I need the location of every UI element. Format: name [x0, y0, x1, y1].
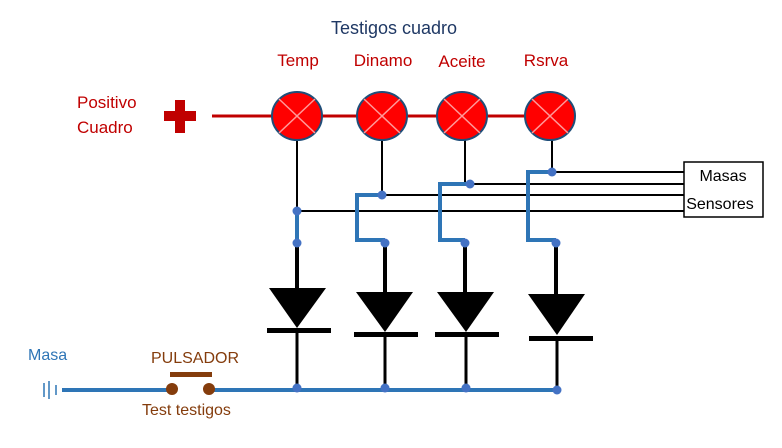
- pushbutton-label: PULSADOR: [151, 350, 239, 367]
- sensors-box: [683, 161, 764, 218]
- connection-nodes: [292, 167, 562, 395]
- lamp-label-aceite: Aceite: [438, 52, 485, 71]
- node: [292, 206, 302, 216]
- node: [551, 238, 561, 248]
- diode-top-wires: [295, 243, 558, 296]
- ground-icon: [43, 381, 57, 399]
- lamp-label-temp: Temp: [277, 51, 319, 70]
- node: [465, 179, 475, 189]
- node: [460, 238, 470, 248]
- lamp-label-rsrva: Rsrva: [524, 51, 569, 70]
- positive-label-line2: Cuadro: [77, 118, 133, 137]
- diode-feed-wires: [295, 170, 556, 243]
- node: [547, 167, 557, 177]
- lamp-aceite: [436, 91, 488, 141]
- sensors-box-line1: Masas: [699, 168, 746, 185]
- lamp-wires: [296, 136, 684, 212]
- diode-temp: [267, 288, 331, 388]
- node: [292, 238, 302, 248]
- diode-dinamo: [354, 292, 418, 388]
- pushbutton: [166, 372, 215, 395]
- diagram-title: Testigos cuadro: [331, 18, 457, 38]
- lamp-temp: [271, 91, 323, 141]
- sensors-box-line2: Sensores: [686, 196, 754, 213]
- lamp-rsrva: [524, 91, 576, 141]
- diode-aceite: [435, 292, 499, 388]
- node: [377, 190, 387, 200]
- node: [292, 383, 302, 393]
- node: [380, 238, 390, 248]
- pushbutton-caption: Test testigos: [142, 402, 231, 419]
- positive-label-line1: Positivo: [77, 93, 137, 112]
- diode-rsrva: [528, 294, 593, 390]
- ground-label: Masa: [28, 347, 67, 364]
- node: [552, 385, 562, 395]
- lamp-dinamo: [356, 91, 408, 141]
- plus-icon: [164, 100, 196, 133]
- node: [380, 383, 390, 393]
- lamp-label-dinamo: Dinamo: [354, 51, 413, 70]
- node: [461, 383, 471, 393]
